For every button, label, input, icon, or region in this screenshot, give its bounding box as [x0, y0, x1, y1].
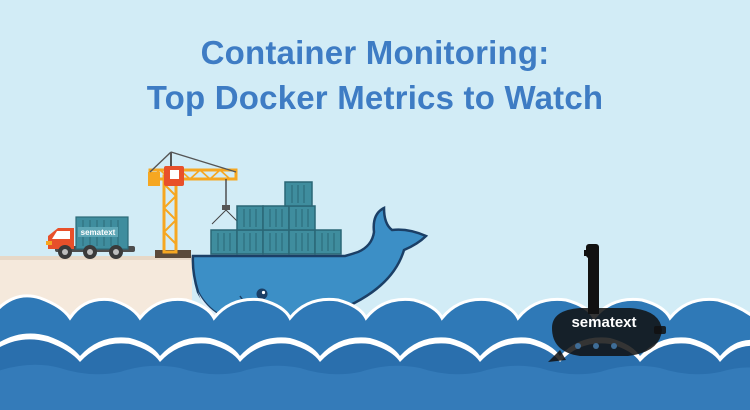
- truck-logo-text: sematext: [81, 228, 116, 237]
- page-title: Container Monitoring: Top Docker Metrics…: [0, 30, 750, 120]
- crane-illustration: [148, 151, 241, 258]
- submarine-illustration: sematext: [548, 300, 666, 362]
- submarine-logo-text: sematext: [571, 314, 636, 331]
- title-line-1: Container Monitoring:: [200, 34, 550, 71]
- periscope-illustration: [584, 244, 599, 312]
- truck-illustration: sematext: [46, 216, 135, 259]
- title-line-2: Top Docker Metrics to Watch: [146, 79, 604, 116]
